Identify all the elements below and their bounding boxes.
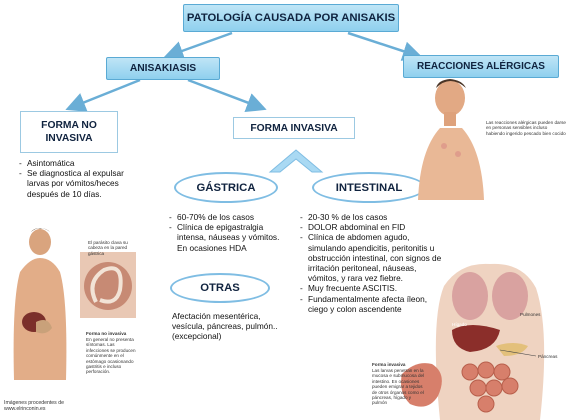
intestinal-list: 20-30 % de los casos DOLOR abdominal en … bbox=[299, 212, 446, 314]
list-item: Clínica de abdomen agudo, simulando apen… bbox=[300, 232, 446, 283]
list-item: 20-30 % de los casos bbox=[300, 212, 446, 222]
invasiva-box: FORMA INVASIVA bbox=[233, 117, 355, 139]
split-arrow-icon bbox=[268, 149, 324, 173]
list-item: DOLOR abdominal en FID bbox=[300, 222, 446, 232]
anisakiasis-label: ANISAKIASIS bbox=[129, 63, 197, 74]
arrow-anisakiasis-to-no-invasiva bbox=[65, 78, 141, 112]
otras-label: OTRAS bbox=[200, 282, 240, 294]
anisakiasis-box: ANISAKIASIS bbox=[106, 57, 220, 80]
invasiva-label: FORMA INVASIVA bbox=[250, 122, 338, 134]
title-box: PATOLOGÍA CAUSADA POR ANISAKIS bbox=[183, 4, 399, 32]
stomach-body-image bbox=[13, 228, 67, 380]
pancreas-pointer bbox=[499, 349, 537, 357]
pulmones-label: Pulmones bbox=[520, 312, 541, 317]
parasite-caption: El parásito clava su cabeza en la pared … bbox=[88, 240, 128, 256]
arrow-title-to-reacciones bbox=[347, 31, 423, 61]
list-item: Asintomática bbox=[19, 158, 131, 168]
no-invasiva-list: Asintomática Se diagnostica al expulsar … bbox=[18, 158, 131, 199]
intestinal-oval: INTESTINAL bbox=[312, 172, 426, 203]
title-text: PATOLOGÍA CAUSADA POR ANISAKIS bbox=[186, 12, 396, 24]
reacciones-label: REACCIONES ALÉRGICAS bbox=[417, 61, 545, 72]
gastrica-oval: GÁSTRICA bbox=[174, 172, 278, 203]
no-invasiva-box: FORMA NO INVASIVA bbox=[20, 111, 118, 153]
invasive-caption: Las larvas penetran en la mucosa e submu… bbox=[372, 368, 425, 406]
list-item: Muy frecuente ASCITIS. bbox=[300, 283, 446, 293]
gastrica-list: 60-70% de los casos Clínica de epigastra… bbox=[168, 212, 289, 253]
source-caption: Imágenes procedentes de www.elrinconin.e… bbox=[4, 400, 64, 412]
arrow-anisakiasis-to-invasiva bbox=[187, 78, 267, 113]
arrow-title-to-anisakiasis bbox=[163, 31, 233, 61]
higado-label: Hígado bbox=[452, 322, 467, 327]
invasive-caption-title: Forma invasiva bbox=[372, 362, 406, 367]
non-invasive-caption-title: Forma no invasiva bbox=[86, 331, 127, 336]
parasite-stomach-image bbox=[80, 252, 136, 318]
no-invasiva-label: FORMA NO INVASIVA bbox=[41, 120, 97, 144]
list-item: 60-70% de los casos bbox=[169, 212, 289, 222]
organs-image bbox=[401, 263, 545, 420]
list-item: Clínica de epigastralgia intensa, náusea… bbox=[169, 222, 289, 253]
allergy-caption: Las reacciones alérgicas pueden darse en… bbox=[486, 120, 566, 136]
gastrica-label: GÁSTRICA bbox=[196, 181, 256, 194]
non-invasive-caption: En general no presenta síntomas. Las inf… bbox=[86, 337, 136, 375]
pancreas-label: Páncreas bbox=[538, 354, 558, 359]
otras-oval: OTRAS bbox=[170, 273, 270, 303]
list-item: Fundamentalmente afecta íleon, ciego y c… bbox=[300, 294, 446, 314]
intestinal-label: INTESTINAL bbox=[335, 181, 403, 194]
otras-text: Afectación mesentérica, vesícula, páncre… bbox=[172, 311, 278, 342]
list-item: Se diagnostica al expulsar larvas por vó… bbox=[19, 168, 131, 199]
allergy-torso-image bbox=[418, 79, 484, 200]
reacciones-box: REACCIONES ALÉRGICAS bbox=[403, 55, 559, 78]
